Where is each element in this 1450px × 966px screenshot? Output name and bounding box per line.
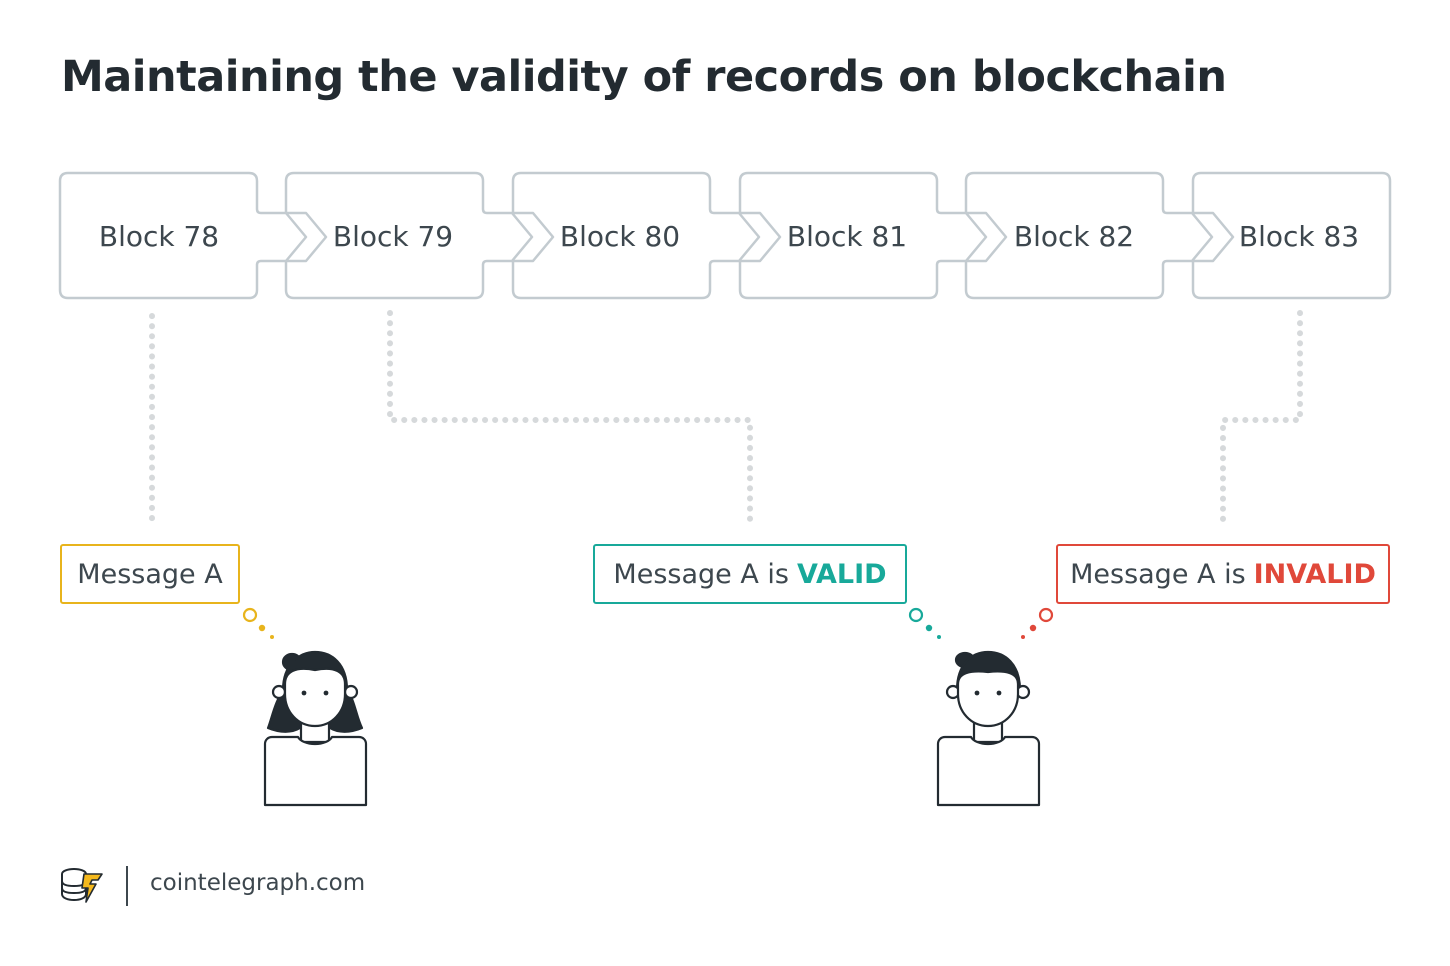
- message-box-valid: Message A is VALID: [593, 544, 907, 604]
- block-label-80: Block 80: [559, 220, 681, 253]
- footer-site: cointelegraph.com: [150, 870, 366, 896]
- block-label-82: Block 82: [1013, 220, 1135, 253]
- message-box-invalid: Message A is INVALID: [1056, 544, 1390, 604]
- block-label-79: Block 79: [332, 220, 454, 253]
- thought-dots-teal: [908, 607, 941, 639]
- block-shape-78: [58, 171, 308, 300]
- person-female-icon: [263, 650, 368, 807]
- block-label-83: Block 83: [1238, 220, 1360, 253]
- block-label-81: Block 81: [786, 220, 908, 253]
- status-invalid: INVALID: [1253, 558, 1376, 590]
- block-shape-79: [284, 171, 534, 300]
- block-shape-83: [1191, 171, 1392, 300]
- connector-block79-valid: [387, 310, 753, 529]
- message-text: Message A: [77, 558, 223, 590]
- thought-dots-yellow: [242, 607, 274, 639]
- message-text: Message A is: [1070, 558, 1246, 590]
- block-shape-80: [511, 171, 761, 300]
- message-box-original: Message A: [60, 544, 240, 604]
- block-label-78: Block 78: [98, 220, 220, 253]
- connector-block83-invalid: [1220, 310, 1303, 529]
- diagram-title: Maintaining the validity of records on b…: [61, 52, 1227, 102]
- status-valid: VALID: [796, 558, 887, 590]
- block-shape-82: [964, 171, 1214, 300]
- person-male-icon: [936, 650, 1041, 807]
- footer-divider: [126, 866, 128, 906]
- thought-dots-red: [1021, 607, 1054, 639]
- message-text: Message A is: [613, 558, 789, 590]
- block-shape-81: [738, 171, 988, 300]
- cointelegraph-logo-icon: [61, 868, 103, 903]
